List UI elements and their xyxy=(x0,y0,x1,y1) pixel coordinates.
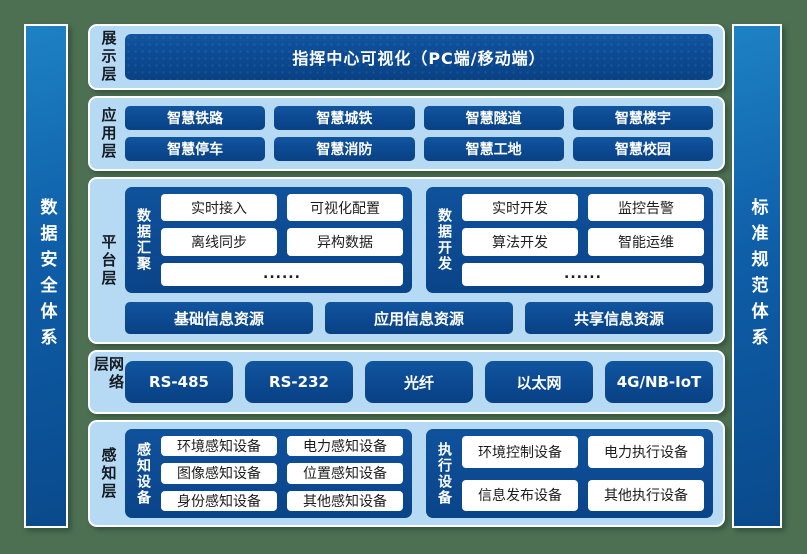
application-item: 智慧隧道 xyxy=(423,106,564,130)
layer-platform-label: 平台层 xyxy=(99,233,118,288)
application-item: 智慧停车 xyxy=(125,137,266,161)
application-grid: 智慧铁路 智慧城铁 智慧隧道 智慧楼宇 智慧停车 智慧消防 智慧工地 智慧校园 xyxy=(123,102,715,165)
perception-item: 信息发布设备 xyxy=(462,479,578,511)
group-execution-devices-label: 执行设备 xyxy=(436,441,452,506)
network-item: 以太网 xyxy=(485,361,593,403)
perception-item: 电力感知设备 xyxy=(287,436,403,457)
perception-item: 位置感知设备 xyxy=(287,463,403,484)
network-item: 光纤 xyxy=(365,361,473,403)
pillar-standard-spec-label: 标准规范体系 xyxy=(747,198,768,354)
layer-network: 网络层 RS-485 RS-232 光纤 以太网 4G/NB-IoT xyxy=(88,350,725,414)
platform-item: 离线同步 xyxy=(161,228,277,256)
group-sensing-devices-grid: 环境感知设备 电力感知设备 图像感知设备 位置感知设备 身份感知设备 其他感知设… xyxy=(161,436,403,511)
platform-item: 可视化配置 xyxy=(287,194,403,222)
resource-item: 应用信息资源 xyxy=(325,302,513,334)
platform-item: 算法开发 xyxy=(462,228,578,256)
layer-perception-label-wrap: 感知层 xyxy=(93,426,123,521)
perception-content: 感知设备 环境感知设备 电力感知设备 图像感知设备 位置感知设备 身份感知设备 … xyxy=(123,426,715,521)
perception-item: 环境控制设备 xyxy=(462,436,578,468)
layer-platform: 平台层 数据汇聚 实时接入 可视化配置 离线同步 异构数据 ...... xyxy=(88,177,725,344)
group-sensing-devices-label-wrap: 感知设备 xyxy=(134,436,152,511)
layer-platform-label-wrap: 平台层 xyxy=(93,183,123,338)
application-item: 智慧工地 xyxy=(423,137,564,161)
perception-item: 环境感知设备 xyxy=(161,436,277,457)
platform-item-more: ...... xyxy=(161,262,403,286)
application-item: 智慧校园 xyxy=(572,137,713,161)
resource-item: 基础信息资源 xyxy=(125,302,313,334)
perception-item: 电力执行设备 xyxy=(588,436,704,468)
layer-display-label-wrap: 展示层 xyxy=(93,30,123,84)
group-data-aggregation-label-wrap: 数据汇聚 xyxy=(134,194,152,286)
platform-item: 智能运维 xyxy=(588,228,704,256)
layer-application-label: 应用层 xyxy=(99,106,118,161)
command-center-banner: 指挥中心可视化（PC端/移动端） xyxy=(125,34,713,80)
perception-item: 其他执行设备 xyxy=(588,479,704,511)
platform-item: 实时开发 xyxy=(462,194,578,222)
layer-display-label: 展示层 xyxy=(99,30,118,84)
layer-network-label-wrap: 网络层 xyxy=(92,356,125,408)
platform-item-more: ...... xyxy=(462,262,704,286)
application-item: 智慧城铁 xyxy=(274,106,415,130)
application-item: 智慧铁路 xyxy=(125,106,266,130)
layer-perception: 感知层 感知设备 环境感知设备 电力感知设备 图像感知设备 位置感知设备 身份感… xyxy=(88,420,725,527)
network-item: RS-485 xyxy=(125,361,233,403)
network-item: RS-232 xyxy=(245,361,353,403)
group-execution-devices: 执行设备 环境控制设备 电力执行设备 信息发布设备 其他执行设备 xyxy=(426,429,713,518)
application-item: 智慧楼宇 xyxy=(572,106,713,130)
application-item: 智慧消防 xyxy=(274,137,415,161)
group-data-aggregation-grid: 实时接入 可视化配置 离线同步 异构数据 ...... xyxy=(161,194,403,286)
network-row: RS-485 RS-232 光纤 以太网 4G/NB-IoT xyxy=(123,356,715,408)
network-item: 4G/NB-IoT xyxy=(605,361,713,403)
layer-network-label: 网络层 xyxy=(92,356,125,392)
group-data-aggregation-label: 数据汇聚 xyxy=(135,208,151,272)
platform-item: 实时接入 xyxy=(161,194,277,222)
group-sensing-devices: 感知设备 环境感知设备 电力感知设备 图像感知设备 位置感知设备 身份感知设备 … xyxy=(125,429,412,518)
layer-application: 应用层 智慧铁路 智慧城铁 智慧隧道 智慧楼宇 智慧停车 智慧消防 智慧工地 智… xyxy=(88,96,725,171)
platform-groups: 数据汇聚 实时接入 可视化配置 离线同步 异构数据 ...... 数据开发 xyxy=(125,187,713,293)
pillar-data-security: 数据安全体系 xyxy=(24,24,68,528)
layer-perception-label: 感知层 xyxy=(99,446,118,501)
perception-item: 其他感知设备 xyxy=(287,490,403,511)
group-execution-devices-grid: 环境控制设备 电力执行设备 信息发布设备 其他执行设备 xyxy=(462,436,704,511)
group-data-aggregation: 数据汇聚 实时接入 可视化配置 离线同步 异构数据 ...... xyxy=(125,187,412,293)
perception-item: 图像感知设备 xyxy=(161,463,277,484)
group-data-development: 数据开发 实时开发 监控告警 算法开发 智能运维 ...... xyxy=(426,187,713,293)
platform-item: 异构数据 xyxy=(287,228,403,256)
group-sensing-devices-label: 感知设备 xyxy=(135,441,151,506)
layer-display: 展示层 指挥中心可视化（PC端/移动端） xyxy=(88,24,725,90)
group-data-development-label-wrap: 数据开发 xyxy=(435,194,453,286)
platform-resources: 基础信息资源 应用信息资源 共享信息资源 xyxy=(125,302,713,334)
pillar-data-security-label: 数据安全体系 xyxy=(36,198,57,354)
group-data-development-label: 数据开发 xyxy=(436,208,452,272)
group-data-development-grid: 实时开发 监控告警 算法开发 智能运维 ...... xyxy=(462,194,704,286)
layer-display-content: 指挥中心可视化（PC端/移动端） xyxy=(123,30,715,84)
resource-item: 共享信息资源 xyxy=(525,302,713,334)
layer-stack: 展示层 指挥中心可视化（PC端/移动端） 应用层 智慧铁路 智慧城铁 智慧隧道 … xyxy=(88,24,725,528)
platform-item: 监控告警 xyxy=(588,194,704,222)
layer-application-label-wrap: 应用层 xyxy=(93,102,123,165)
platform-content: 数据汇聚 实时接入 可视化配置 离线同步 异构数据 ...... 数据开发 xyxy=(123,183,715,338)
pillar-standard-spec: 标准规范体系 xyxy=(732,24,782,528)
group-execution-devices-label-wrap: 执行设备 xyxy=(435,436,453,511)
perception-item: 身份感知设备 xyxy=(161,490,277,511)
